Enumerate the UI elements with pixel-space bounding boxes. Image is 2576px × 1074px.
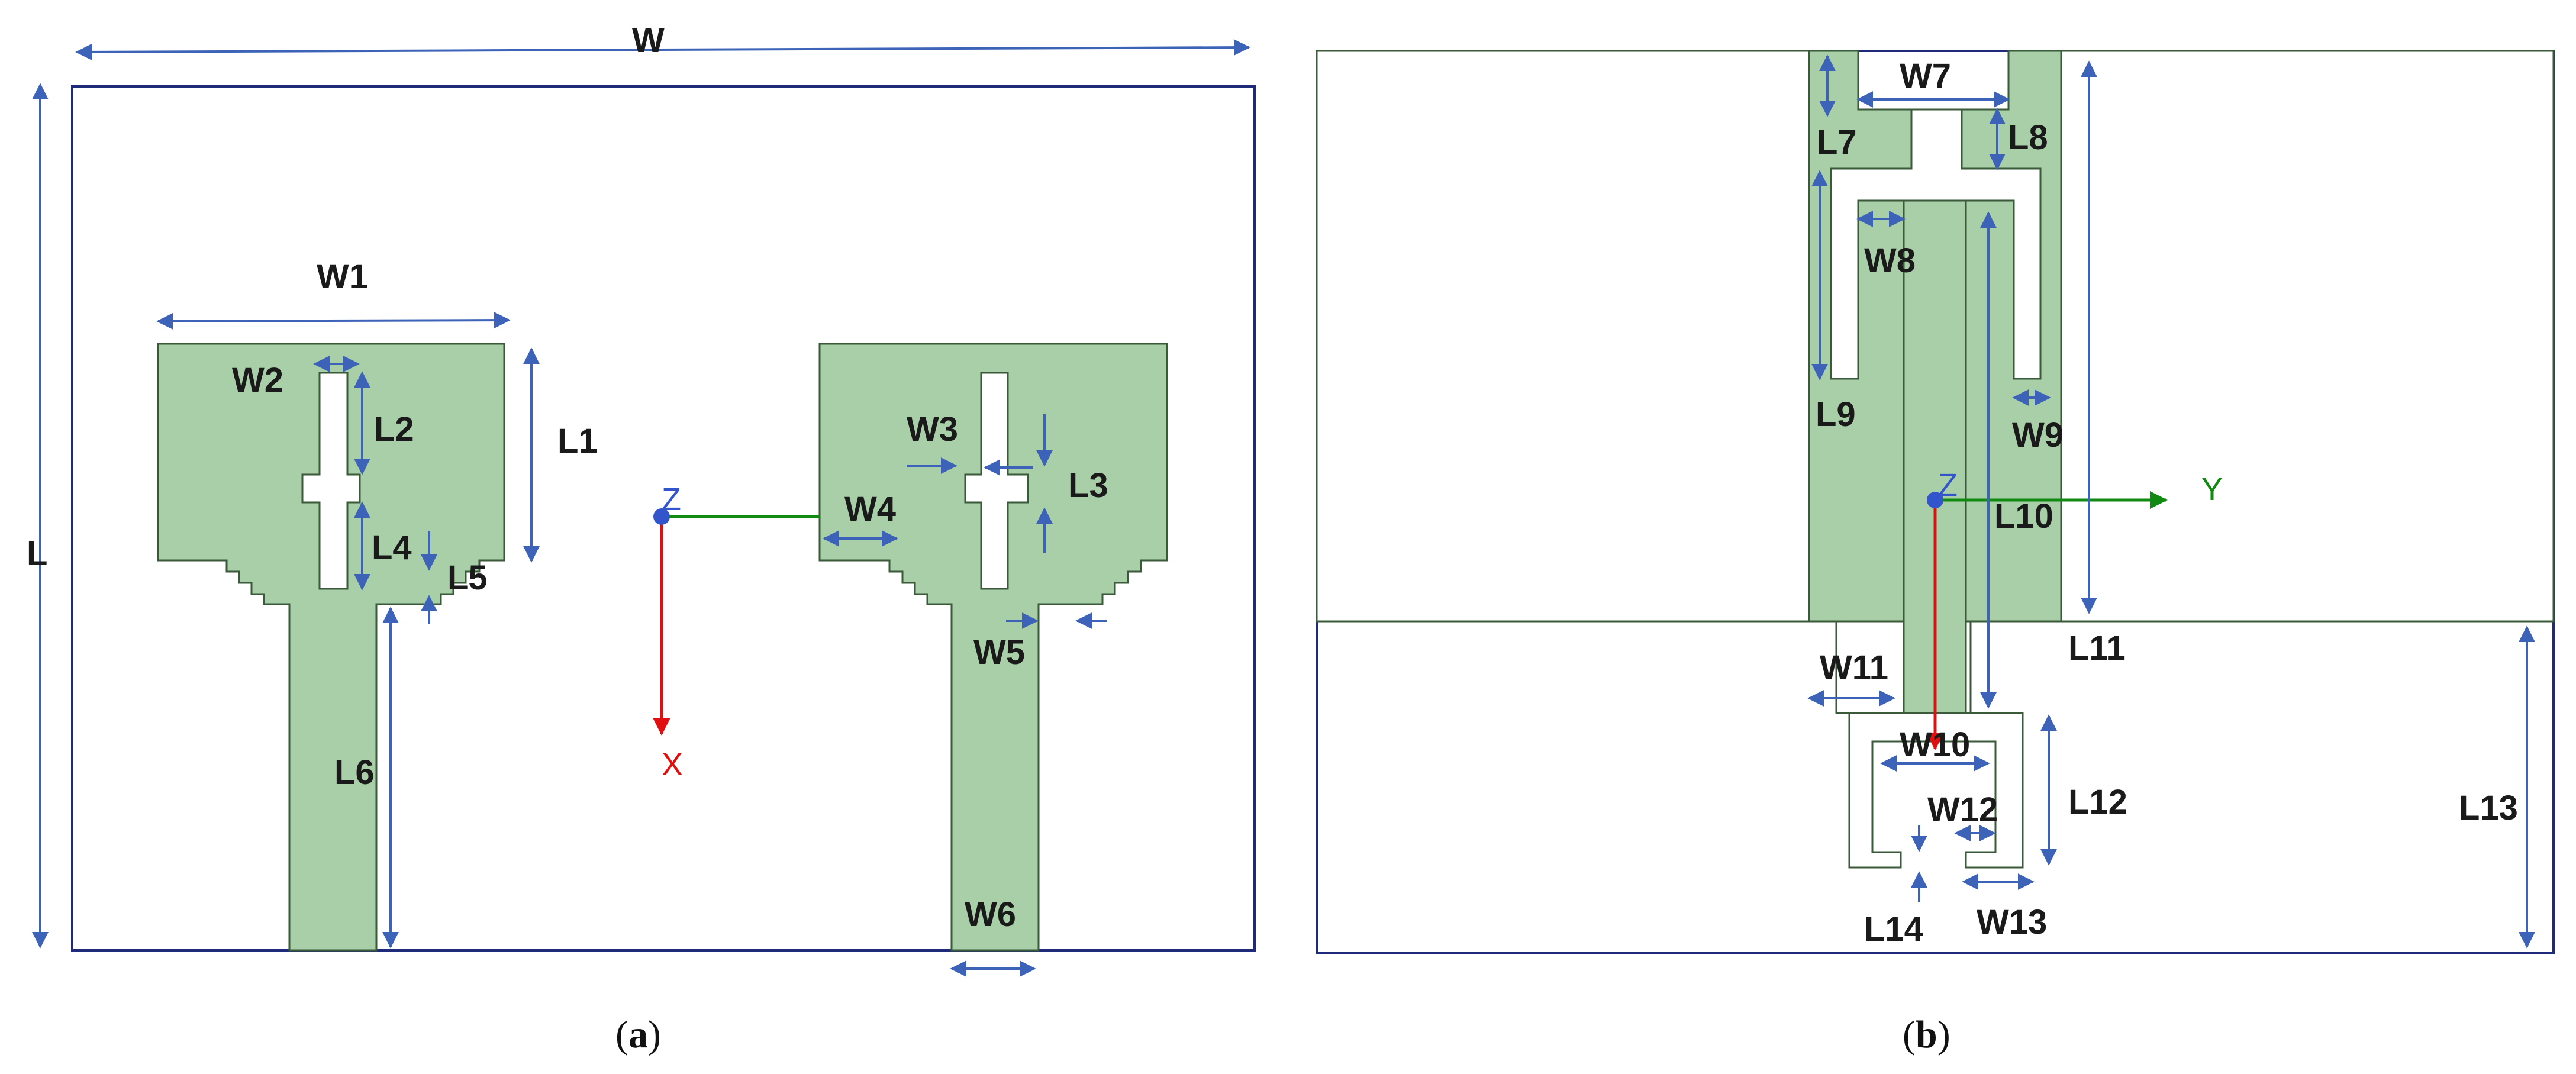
label-l2: L2 [374,410,414,449]
label-w3: W3 [907,410,958,449]
label-w6: W6 [965,895,1016,934]
label-w5: W5 [973,633,1025,672]
caption-b-letter: b [1916,1013,1937,1056]
caption-b: (b) [1903,1013,1950,1056]
upper-left-void [1316,50,1810,623]
dim-w-arrow [75,39,1250,60]
label-l5: L5 [447,559,488,597]
dim-w1-arrow [156,312,511,330]
caption-a: (a) [615,1013,661,1056]
label-l13: L13 [2459,789,2518,827]
label-l8: L8 [2008,118,2048,157]
label-l10: L10 [1994,497,2053,536]
label-w13: W13 [1977,903,2047,941]
x-axis-label-a: X [662,747,683,782]
caption-b-close: ) [1937,1013,1950,1056]
label-l: L [27,534,47,573]
left-radiating-patch [157,343,505,952]
c-slot-ring [1848,712,2024,869]
y-axis-label-b: Y [2201,472,2223,507]
z-axis-label-b: Z [1938,467,1958,503]
label-l7: L7 [1817,123,1857,162]
label-w12: W12 [1927,791,1998,829]
right-cross-slot [964,372,1029,590]
label-w1: W1 [317,257,368,296]
label-w2: W2 [232,361,283,399]
caption-a-close: ) [648,1013,661,1056]
caption-a-letter: a [628,1013,648,1056]
label-w4: W4 [844,490,896,528]
panel-b: Z Y W7 L7 L8 W8 L9 W9 L10 L11 W11 W10 W1… [1316,50,2555,1056]
caption-b-open: ( [1903,1013,1916,1056]
label-w: W [632,21,665,60]
label-l12: L12 [2068,783,2127,821]
caption-a-open: ( [615,1013,628,1056]
label-l4: L4 [372,528,412,567]
label-w10: W10 [1900,725,1970,764]
label-l1: L1 [557,422,598,460]
upper-right-void [2060,50,2555,623]
label-l14: L14 [1864,910,1923,949]
left-cross-slot [301,372,361,590]
z-axis-label-a: Z [662,482,681,517]
label-w9: W9 [2012,416,2064,454]
panel-a: Z X W L W1 W2 L1 L2 L4 L5 L6 W3 L3 W4 W5 [27,21,1256,1056]
label-l6: L6 [334,753,375,792]
label-l9: L9 [1816,395,1856,434]
label-l11: L11 [2068,629,2126,667]
label-w7: W7 [1900,57,1951,95]
label-w8: W8 [1864,241,1916,280]
right-radiating-patch [818,343,1168,952]
label-l3: L3 [1068,466,1108,505]
label-w11: W11 [1820,649,1888,687]
origin-dot-b [1927,492,1943,508]
origin-dot-a [653,508,670,525]
